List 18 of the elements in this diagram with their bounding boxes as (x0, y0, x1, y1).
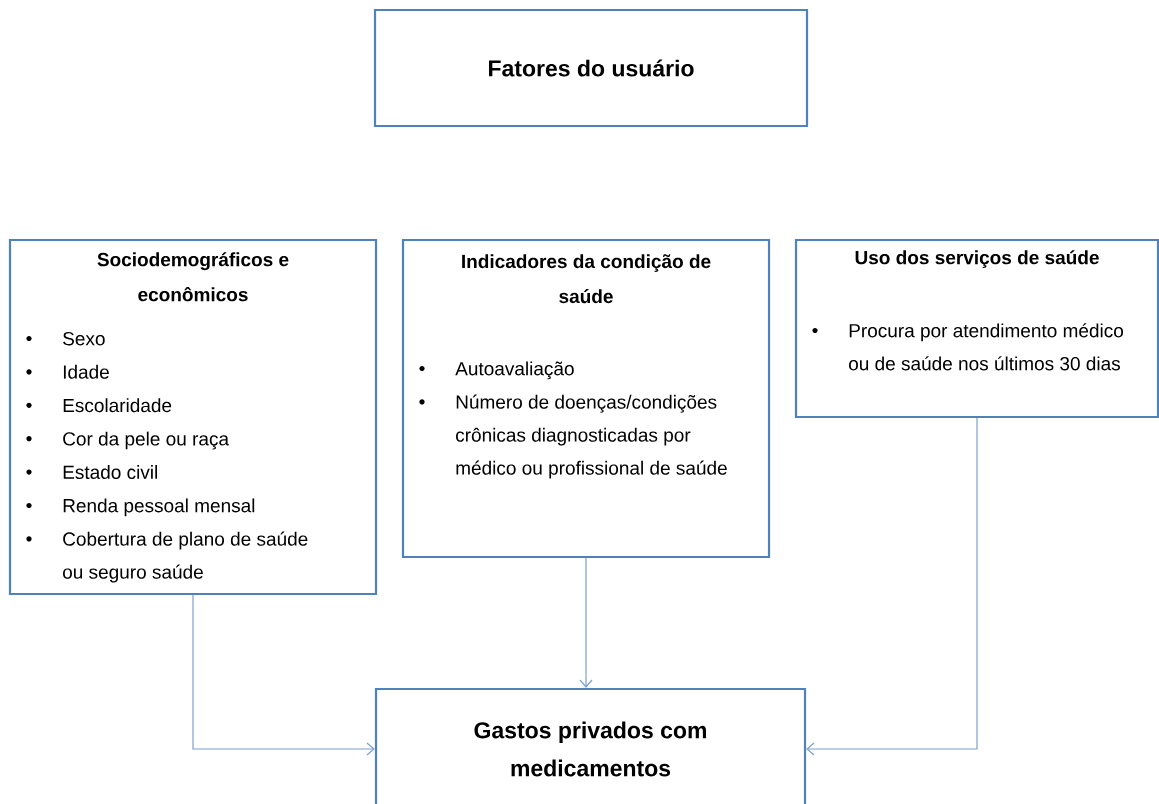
bullet-item: Procura por atendimento médico ou de saúde nos últimos 30 dias (812, 323, 1123, 371)
bullet-item: Escolaridade (26, 398, 172, 413)
arrow (806, 417, 978, 756)
box-heading: Indicadores da condição de saúde (462, 254, 711, 304)
arrow (192, 594, 375, 756)
title-box: Fatores do usuário (373, 8, 809, 128)
box-heading: Uso dos serviços de saúde (855, 250, 1099, 269)
bullet-item: Número de doenças/condições crônicas diagnosticadas por médico ou profissional de saúde (419, 394, 727, 479)
arrow (579, 557, 593, 688)
outcome-box: Gastos privados com medicamentos (374, 687, 807, 804)
bullet-item: Idade (26, 364, 109, 379)
bullet-item: Renda pessoal mensal (26, 498, 255, 517)
bullet-item: Autoavaliação (419, 361, 574, 380)
bullet-item: Estado civil (26, 465, 157, 479)
bullet-item: Cor da pele ou raça (26, 431, 230, 450)
bullet-item: Sexo (26, 331, 105, 346)
bullet-item: Cobertura de plano de saúde ou seguro saúde (26, 531, 308, 583)
box-heading: Sociodemográficos e econômicos (97, 252, 289, 302)
